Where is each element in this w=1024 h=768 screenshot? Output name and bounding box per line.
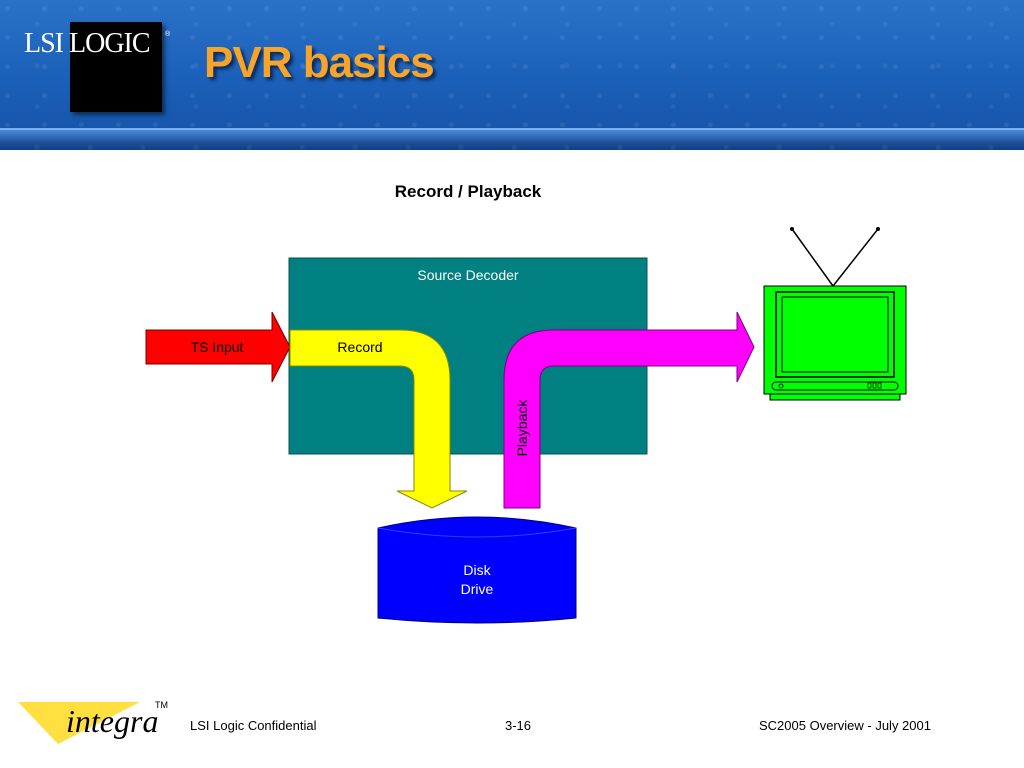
footer-confidential: LSI Logic Confidential: [190, 718, 317, 733]
lsi-logic-logo: LSI LOGIC: [24, 28, 151, 59]
diagram-subtitle: Record / Playback: [394, 182, 542, 201]
ts-input-label: TS Input: [191, 339, 244, 355]
integra-logo-text: integra: [66, 703, 158, 739]
source-decoder-label: Source Decoder: [417, 267, 519, 283]
disk-drive: [377, 516, 577, 624]
record-label: Record: [337, 339, 382, 355]
record-path-arrow: [289, 329, 468, 509]
slide-header: [0, 0, 1024, 150]
ts-input-arrow: [145, 311, 291, 383]
disk-label-line2: Drive: [461, 581, 494, 597]
playback-path-arrow: [503, 311, 755, 509]
tv-icon: [763, 227, 907, 401]
logo-registered-mark: ®: [165, 31, 171, 38]
integra-logo: integra TM: [18, 700, 168, 744]
integra-trademark: TM: [155, 700, 168, 710]
logo-box: [70, 22, 162, 112]
footer-presentation-info: SC2005 Overview - July 2001: [759, 718, 931, 733]
disk-label-line1: Disk: [463, 562, 491, 578]
playback-label: Playback: [514, 399, 530, 457]
slide-title: PVR basics: [204, 38, 435, 87]
disk-drive-rim: [377, 527, 577, 538]
footer-page-number: 3-16: [505, 718, 532, 733]
